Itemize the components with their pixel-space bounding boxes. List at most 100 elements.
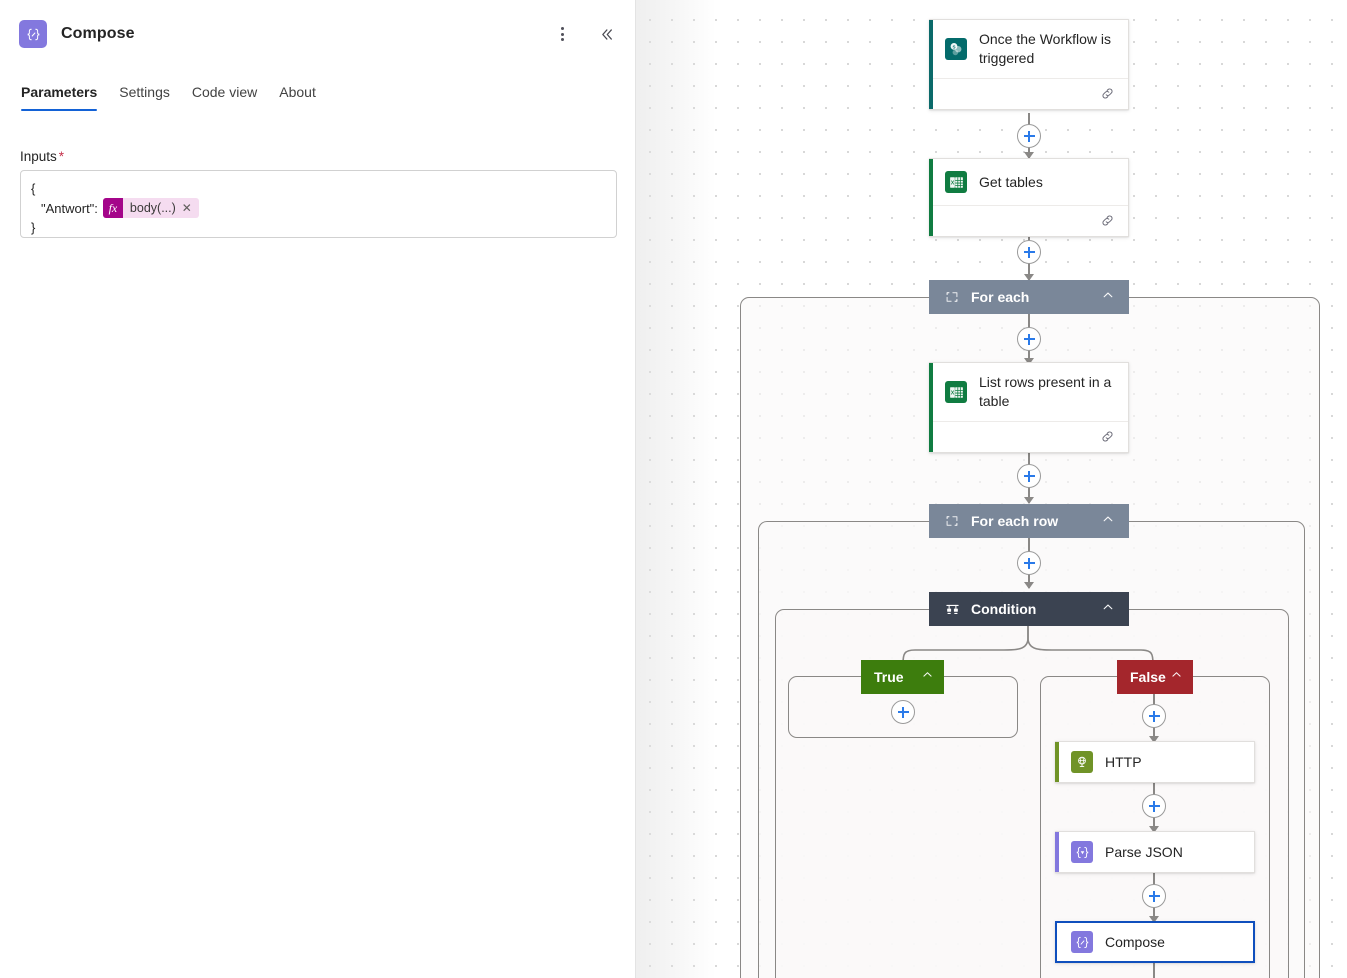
link-chain-icon [1100,86,1115,103]
fx-icon: fx [102,198,123,218]
inputs-key-antwort: "Antwort": [41,200,98,216]
sharepoint-icon: S [945,38,967,60]
add-action-button-9[interactable] [1142,884,1166,908]
add-action-button-5[interactable] [1017,551,1041,575]
chevron-up-icon[interactable] [921,668,934,686]
excel-icon: X [945,381,967,403]
inputs-field[interactable]: { "Antwort": fx body(...) ✕ } [20,170,617,238]
workflow-canvas[interactable]: S Once the Workflow is triggered [636,0,1347,978]
inputs-line-antwort: "Antwort": fx body(...) ✕ [31,198,606,218]
node-accent-bar [929,363,933,452]
node-card-trigger[interactable]: S Once the Workflow is triggered [929,19,1129,110]
tab-settings[interactable]: Settings [119,84,170,100]
chevron-double-left-icon[interactable] [592,20,620,48]
branch-label-false: False [1130,669,1166,685]
node-accent-bar [929,159,933,236]
svg-text:S: S [952,45,955,50]
node-title: Get tables [979,173,1043,190]
svg-text:X: X [950,390,954,396]
node-accent-bar [1055,742,1059,782]
required-asterisk: * [58,149,65,164]
node-card-get-tables[interactable]: X Get tables [929,158,1129,237]
tab-parameters[interactable]: Parameters [19,84,108,111]
add-action-button-1[interactable] [1017,124,1041,148]
condition-branch-connectors [902,624,1154,676]
compose-icon [19,20,47,48]
arrowhead-icon [1024,274,1034,281]
chevron-up-icon[interactable] [1101,512,1115,531]
add-action-button-2[interactable] [1017,240,1041,264]
scope-header-for-each[interactable]: For each [929,280,1129,314]
scope-label: For each [971,289,1030,305]
scope-label: For each row [971,513,1059,529]
panel-header-actions [548,20,620,48]
action-details-panel: Compose Parameters Settings Code view Ab… [0,0,636,978]
add-action-button-7[interactable] [1142,704,1166,728]
close-icon[interactable]: ✕ [181,200,192,215]
svg-text:X: X [950,180,954,186]
node-card-http[interactable]: HTTP [1055,741,1255,783]
inputs-line-close-brace: } [31,220,36,235]
node-card-compose[interactable]: Compose [1055,921,1255,963]
chevron-up-icon[interactable] [1101,288,1115,307]
expression-token[interactable]: fx body(...) ✕ [102,198,199,218]
chevron-up-icon[interactable] [1170,668,1183,686]
add-action-button-6[interactable] [891,700,915,724]
arrowhead-icon [1024,497,1034,504]
globe-icon [1071,751,1093,773]
arrowhead-icon [1149,826,1159,833]
node-card-list-rows[interactable]: X List rows present in a table [929,362,1129,453]
arrowhead-icon [1149,736,1159,743]
more-vertical-icon[interactable] [548,20,576,48]
add-action-button-3[interactable] [1017,327,1041,351]
parse-json-icon [1071,841,1093,863]
node-card-header: HTTP [1055,742,1254,782]
node-title: Compose [1105,933,1165,950]
panel-tabs: Parameters Settings Code view About [19,84,327,111]
node-card-footer [929,205,1128,236]
branch-label-true: True [874,669,904,685]
node-accent-bar [1055,832,1059,872]
arrowhead-icon [1024,358,1034,365]
add-action-button-4[interactable] [1017,464,1041,488]
scope-label: Condition [971,601,1037,617]
scope-header-false-branch[interactable]: False [1117,660,1193,694]
loop-icon [945,514,961,528]
node-card-footer [929,421,1128,452]
arrowhead-icon [1024,152,1034,159]
panel-header: Compose [0,0,636,68]
node-title: Parse JSON [1105,843,1183,860]
condition-branch-icon [945,602,961,617]
node-card-header: X List rows present in a table [929,363,1128,421]
node-card-header: Compose [1057,923,1253,961]
node-card-header: Parse JSON [1055,832,1254,872]
excel-icon: X [945,171,967,193]
link-chain-icon [1100,213,1115,230]
chevron-up-icon[interactable] [1101,600,1115,619]
tab-about[interactable]: About [279,84,316,100]
node-card-parse-json[interactable]: Parse JSON [1055,831,1255,873]
loop-icon [945,290,961,304]
scope-header-true-branch[interactable]: True [861,660,944,694]
add-action-button-8[interactable] [1142,794,1166,818]
scope-header-for-each-row[interactable]: For each row [929,504,1129,538]
inputs-label-text: Inputs [20,149,57,164]
arrowhead-icon [1024,582,1034,589]
node-title: Once the Workflow is triggered [979,31,1112,66]
expression-token-label: body(...) [129,200,176,215]
node-card-header: S Once the Workflow is triggered [929,20,1128,78]
node-title: HTTP [1105,753,1142,770]
compose-icon [1071,931,1093,953]
connector-compose-next [1153,962,1155,978]
node-accent-bar [929,20,933,109]
link-chain-icon [1100,429,1115,446]
node-title: List rows present in a table [979,374,1112,409]
page-title: Compose [61,25,135,42]
inputs-field-label: Inputs* [20,149,64,164]
scope-header-condition[interactable]: Condition [929,592,1129,626]
inputs-line-open-brace: { [31,181,36,196]
tab-code-view[interactable]: Code view [191,84,258,100]
node-card-footer [929,78,1128,109]
arrowhead-icon [1149,916,1159,923]
node-card-header: X Get tables [929,159,1128,205]
